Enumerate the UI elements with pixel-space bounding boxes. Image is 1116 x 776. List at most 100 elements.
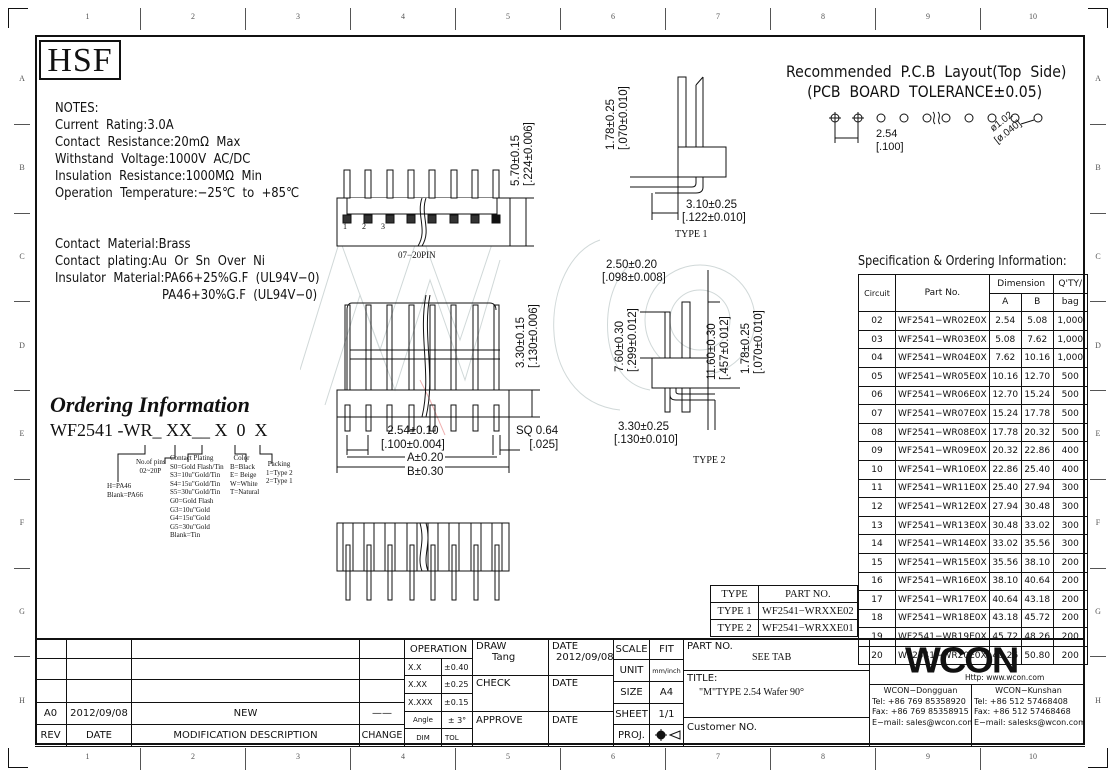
part-no-label: PART NO. [687,641,733,652]
zone-row-label: E [19,429,25,439]
qty-cell: 300 [1052,515,1088,536]
ordering-plating: Contact Plating S0=Gold Flash/Tin S3=10u… [170,454,224,540]
projection-symbol-cell [650,725,684,747]
unit-value: mm/inch [650,660,684,682]
pcb-subtitle: (PCB BOARD TOLERANCE±0.05) [807,82,1043,101]
dim-b-cell: 22.86 [1020,441,1054,461]
part-no-cell: WF2541−WR09E0X [895,441,990,461]
type2-offset-dim: 1.78±0.25[.070±0.010] [740,310,766,374]
part-no-cell: WF2541−WR13E0X [895,515,990,536]
header-circuit: Circuit [858,273,896,313]
qty-cell: 200 [1052,571,1088,592]
qty-cell: 200 [1052,552,1088,573]
zone-divider [14,390,30,391]
zone-row-label: C [19,251,25,261]
material-line: Contact Material:Brass [55,236,191,252]
tol-value: ±0.25 [442,676,473,694]
part-no-value: SEE TAB [752,652,792,663]
zone-row-label: D [1095,340,1101,350]
customer-no-cell: Customer NO. [684,718,870,747]
sq-dim: SQ 0.64[.025] [516,424,558,452]
circuit-cell: 07 [858,404,896,424]
dim-a-cell: 38.10 [988,571,1022,592]
ordering-material: H=PA46 Blank=PA66 [107,482,143,499]
type2-top-dim-in: [.098±0.008] [602,272,666,284]
company-url: Http: www.wcon.com [965,673,1045,682]
qty-cell: 300 [1052,478,1088,499]
zone-divider [14,567,30,569]
pitch-dim-mm: 2.54±0.10 [387,425,439,437]
hsf-mark: HSF [39,40,121,80]
qty-cell: 200 [1052,590,1088,610]
qty-cell: 1,000 [1052,348,1088,368]
pcb-title-line: Recommended P.C.B Layout(Top Side) [786,62,1067,81]
zone-column-label: 10 [980,748,1085,770]
draw-date: 2012/09/08 [556,652,614,663]
zone-divider [1090,567,1106,569]
type2-total-dim-in: [.457±0.012] [719,316,731,380]
a-dim: A±0.20 [405,452,446,464]
tol-dim: X.XXX [405,694,442,712]
description-header: MODIFICATION DESCRIPTION [132,725,360,747]
zone-column-label: 3 [245,748,350,770]
zone-column-label: 9 [875,748,980,770]
wcon-logo: WCON [905,641,1019,681]
corner-mark [8,8,28,28]
part-no-cell: WF2541−WR18E0X [895,608,990,629]
draw-label: DRAW [476,641,507,652]
zone-row-label: A [1095,74,1101,84]
zone-row-label: C [1095,251,1101,261]
zone-column-label: 1 [85,12,90,21]
rev-empty [35,659,67,680]
corner-mark [1088,748,1108,768]
dim-b-cell: 7.62 [1020,329,1054,350]
note-line: Contact Resistance:20mΩ Max [55,134,241,150]
type-header: TYPE [710,585,759,603]
zone-column-label: 8 [770,8,875,30]
dim-a-cell: 12.70 [988,385,1022,406]
header-a: A [988,292,1022,313]
qty-cell: 500 [1052,366,1088,387]
rev-empty [132,659,360,680]
qty-cell: 1,000 [1052,329,1088,350]
qty-cell: 200 [1052,645,1088,666]
zone-row-label: D [19,340,25,350]
circuit-cell: 14 [858,534,896,554]
zone-divider [14,656,30,658]
qty-cell: 200 [1052,608,1088,629]
type1-h-dim-mm: 3.10±0.25 [686,199,738,211]
part-no-cell: WF2541−WR10E0X [895,459,990,480]
office-tel: Tel: +86 769 85358920 [872,696,966,706]
office-email: E−mail: salesks@wcon.com [974,717,1085,727]
part-no-cell: WF2541−WR17E0X [895,590,990,610]
tol-dim: Angle [405,712,442,729]
rev-description: NEW [132,703,360,725]
spec-table: Circuit Part No. Dimension Q'TY/ A B bag… [858,273,1088,666]
draw-name: Tang [492,652,516,663]
circuit-cell: 09 [858,441,896,461]
zone-column-label: 9 [875,8,980,30]
type2-h-dim-mm: 3.30±0.25 [618,421,670,433]
part-no-cell: WF2541−WR07E0X [895,404,990,424]
part-no-cell: WF2541−WR16E0X [895,571,990,592]
pcb-pitch: 2.54 [876,128,898,140]
circuit-cell: 13 [858,515,896,536]
zone-row-label: F [1095,518,1101,528]
qty-cell: 1,000 [1052,311,1088,331]
office-email: E−mail: sales@wcon.com [872,717,972,727]
dim-b-cell: 45.72 [1020,608,1054,629]
height-dim-in: [.224±0.006] [523,122,535,186]
circuit-cell: 18 [858,608,896,629]
